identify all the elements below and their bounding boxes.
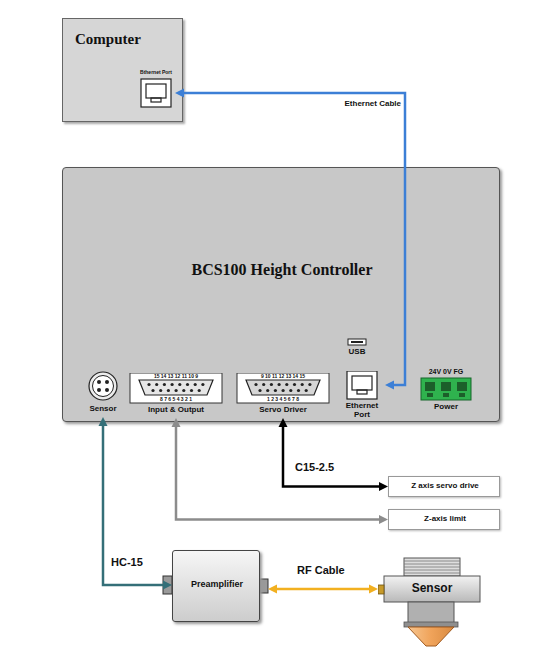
- pin-numbers: 9 10 11 12 13 14 15: [236, 374, 330, 380]
- arrow-head: [163, 581, 172, 590]
- cable-line: [283, 424, 382, 487]
- node-label: Z axis servo drive: [389, 482, 501, 491]
- ethernet-port: Bthernet Port: [137, 69, 175, 109]
- arrow-head: [268, 585, 277, 594]
- power-terminal: 24V 0V FGPower: [413, 367, 479, 417]
- cable-line: [274, 588, 372, 591]
- arrow-head: [379, 515, 388, 524]
- pin-numbers: Power: [413, 403, 479, 412]
- cable: [279, 418, 389, 491]
- ethernet-port: Ethernet Port: [339, 371, 385, 423]
- node-label: Bthernet Port: [131, 70, 181, 76]
- target-box: Z axis servo drive: [388, 476, 500, 497]
- arrow-head: [379, 482, 388, 491]
- node-label: Servo Driver: [230, 406, 336, 415]
- controller-box: BCS100 Height ControllerSensorInput & Ou…: [62, 167, 500, 422]
- sensor-connector: Sensor: [83, 371, 123, 417]
- node-label: USB: [340, 348, 374, 357]
- node-label: Sensor: [77, 405, 129, 414]
- node-label: Preamplifier: [173, 580, 261, 590]
- cable: [99, 417, 173, 590]
- node-label: Input & Output: [123, 406, 229, 415]
- usb-port: USB: [344, 338, 370, 359]
- cable-label: RF Cable: [296, 564, 346, 576]
- cable-line: [103, 423, 166, 585]
- node-label: Computer: [75, 31, 141, 48]
- cable: [172, 418, 389, 524]
- pin-numbers: 1 2 3 4 5 6 7 8: [236, 397, 330, 403]
- preamp-left-connector: [163, 576, 172, 594]
- target-box: Z-axis limit: [388, 509, 500, 530]
- node-label: BCS100 Height Controller: [63, 261, 501, 279]
- cable-line: [176, 424, 382, 520]
- cable-label: HC-15: [110, 556, 144, 568]
- preamplifier-box: Preamplifier: [172, 550, 260, 622]
- sensor-head: Sensor: [378, 556, 484, 648]
- pin-numbers: 15 14 13 12 11 10 9: [129, 374, 223, 380]
- pin-numbers: 8 7 6 5 4 3 2 1: [129, 397, 223, 403]
- cable: [268, 585, 378, 594]
- node-label: Z-axis limit: [389, 515, 501, 524]
- computer-box: ComputerBthernet Port: [62, 18, 183, 122]
- node-label: Sensor: [384, 582, 480, 595]
- db15-connector: Servo Driver9 10 11 12 13 14 151 2 3 4 5…: [236, 373, 330, 418]
- db15-connector: Input & Output15 14 13 12 11 10 98 7 6 5…: [129, 373, 223, 418]
- cable-label: C15-2.5: [294, 461, 335, 473]
- arrow-head: [369, 585, 378, 594]
- sensor-head-outline: [378, 556, 484, 648]
- node-label: Ethernet Port: [341, 402, 383, 420]
- cable-label: Ethernet Cable: [326, 100, 402, 109]
- node-label: 24V 0V FG: [409, 368, 483, 376]
- preamp-right-connector: [260, 579, 268, 593]
